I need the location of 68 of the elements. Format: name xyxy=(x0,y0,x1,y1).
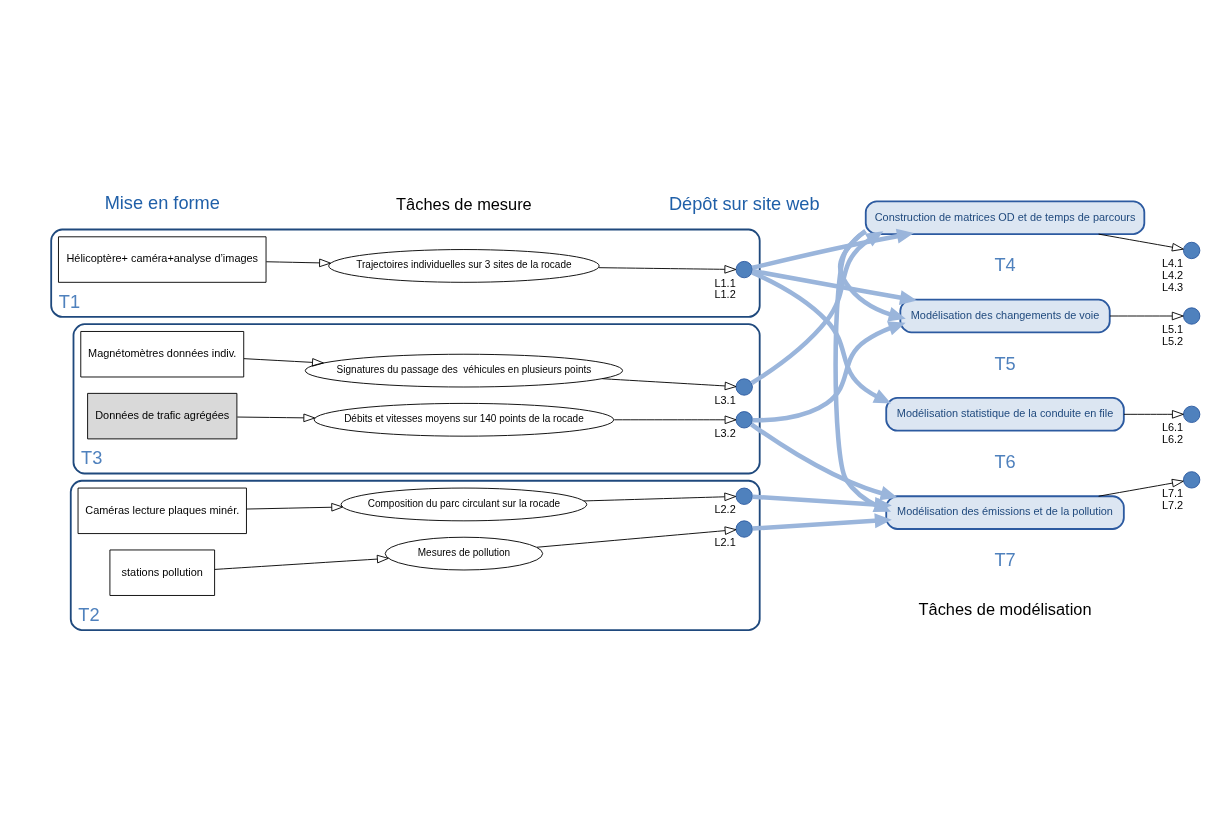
node-ellipse: Signatures du passage des véhicules en plusieurs points xyxy=(304,353,624,388)
node-circle xyxy=(1183,405,1201,423)
arrow xyxy=(1109,311,1184,321)
arrow xyxy=(236,413,316,423)
node-box: Modélisation des émissions et de la pollution xyxy=(885,495,1125,530)
node-circle xyxy=(735,378,753,396)
node-label: T7 xyxy=(994,550,1016,571)
node-label: L3.2 xyxy=(714,426,736,439)
label: Dépôt sur site web xyxy=(668,194,820,215)
label: Mise en forme xyxy=(104,192,220,213)
node-box: Hélicoptère+ caméra+analyse d’images xyxy=(58,236,267,283)
node-label: L5.1 xyxy=(1161,322,1184,335)
arrow xyxy=(749,422,898,501)
node-label: L6.1 xyxy=(1161,421,1184,434)
node-ellipse: Mesures de pollution xyxy=(384,536,544,571)
node-label: L3.1 xyxy=(714,393,736,406)
arrow xyxy=(602,378,737,391)
label: Tâches de modélisation xyxy=(918,599,1092,618)
node-box: stations pollution xyxy=(109,549,216,596)
node-box: Données de trafic agrégées xyxy=(87,392,238,440)
node-label: T4 xyxy=(994,255,1016,276)
node-circle xyxy=(1183,471,1201,489)
arrow xyxy=(752,268,918,305)
node-box: Modélisation statistique de la conduite en file xyxy=(885,397,1125,432)
arrow xyxy=(752,513,892,531)
node-label: L4.3 xyxy=(1161,281,1184,294)
node-box: Construction de matrices OD et de temps de parcours xyxy=(864,200,1146,235)
arrow xyxy=(837,229,906,322)
node-label: L5.2 xyxy=(1161,334,1184,347)
label: Tâches de mesure xyxy=(396,194,532,213)
node-ellipse: Composition du parc circulant sur la rocade xyxy=(340,487,588,522)
arrow xyxy=(536,526,737,548)
arrow xyxy=(1123,410,1184,419)
node-label: L4.1 xyxy=(1161,257,1184,270)
arrow xyxy=(750,231,884,385)
node-label: L1.1 xyxy=(714,276,736,289)
node-box: Magnétomètres données indiv. xyxy=(80,331,245,378)
node-label: L1.2 xyxy=(714,288,736,301)
node-circle xyxy=(735,520,753,538)
arrow xyxy=(752,321,906,423)
arrow xyxy=(751,228,914,270)
node-ellipse: Débits et vitesses moyens sur 140 points de la rocade xyxy=(313,402,615,437)
arrow xyxy=(243,358,324,367)
node-circle xyxy=(735,411,753,429)
node-circle xyxy=(1183,307,1201,325)
node-label: L2.1 xyxy=(714,535,736,548)
arrow xyxy=(1098,233,1184,252)
arrow xyxy=(751,270,892,404)
node-label: T5 xyxy=(994,353,1016,374)
node-label: L2.2 xyxy=(714,503,736,516)
node-circle xyxy=(1183,241,1201,260)
node-label: L4.2 xyxy=(1161,269,1184,282)
node-label: L7.1 xyxy=(1161,486,1184,499)
node-label: L7.2 xyxy=(1161,498,1184,511)
node-circle xyxy=(735,487,753,505)
arrow xyxy=(598,265,737,274)
node-label: L6.2 xyxy=(1161,433,1184,446)
arrow xyxy=(1098,478,1184,497)
arrow xyxy=(246,502,344,512)
node-box: Caméras lecture plaques minér. xyxy=(77,487,247,535)
node-circle xyxy=(735,260,753,279)
arrow xyxy=(214,554,389,570)
node-box: Modélisation des changements de voie xyxy=(899,298,1111,334)
node-ellipse: Trajectoires individuelles sur 3 sites de la rocade xyxy=(328,249,600,283)
arrow xyxy=(265,258,331,268)
arrow xyxy=(583,492,737,502)
node-label: T6 xyxy=(994,452,1016,473)
arrow xyxy=(613,415,737,425)
